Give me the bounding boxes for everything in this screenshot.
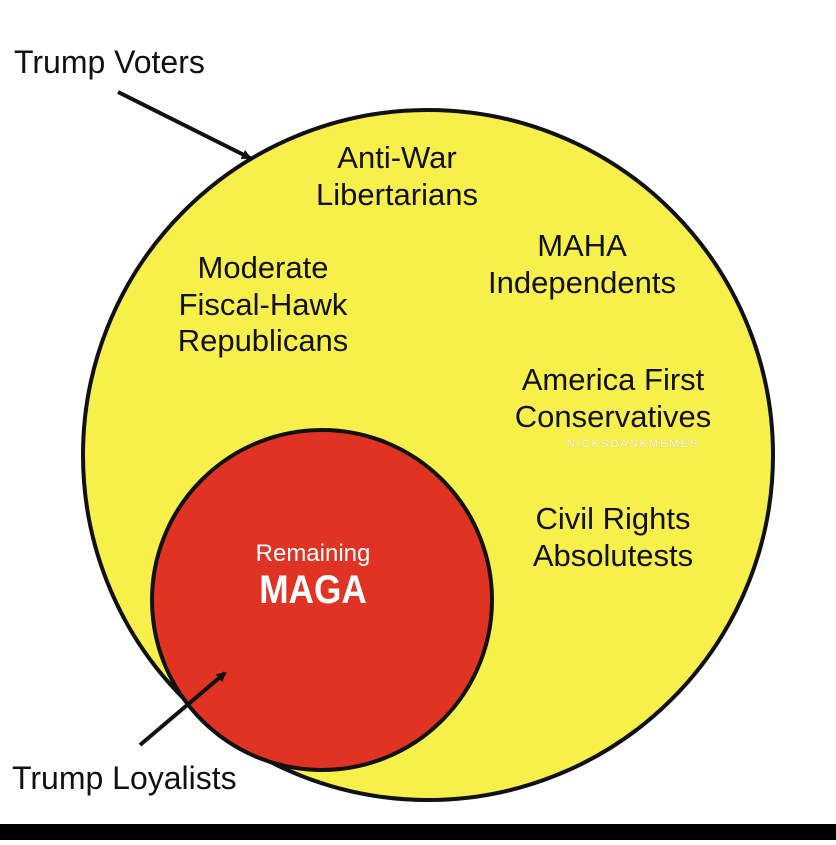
inner-title-small: Remaining — [255, 540, 371, 567]
inner-title-big: MAGA — [259, 568, 367, 612]
arrow-trump-voters — [117, 90, 252, 160]
group-civil-rights-absolutests: Civil Rights Absolutests — [532, 501, 694, 573]
group-anti-war-libertarians: Anti-War Libertarians — [316, 140, 478, 212]
bottom-bar — [0, 824, 836, 840]
label-trump-voters: Trump Voters — [14, 44, 205, 80]
group-maha-independents: MAHA Independents — [488, 228, 676, 300]
watermark: NICKSDANKMEMES — [566, 438, 700, 450]
arrow-trump-loyalists — [138, 671, 227, 747]
group-moderate-fiscal-hawk-republicans: Moderate Fiscal-Hawk Republicans — [177, 250, 349, 359]
inner-circle-trump-loyalists — [150, 428, 494, 772]
group-america-first-conservatives: America First Conservatives — [514, 362, 712, 434]
label-trump-loyalists: Trump Loyalists — [12, 760, 237, 796]
